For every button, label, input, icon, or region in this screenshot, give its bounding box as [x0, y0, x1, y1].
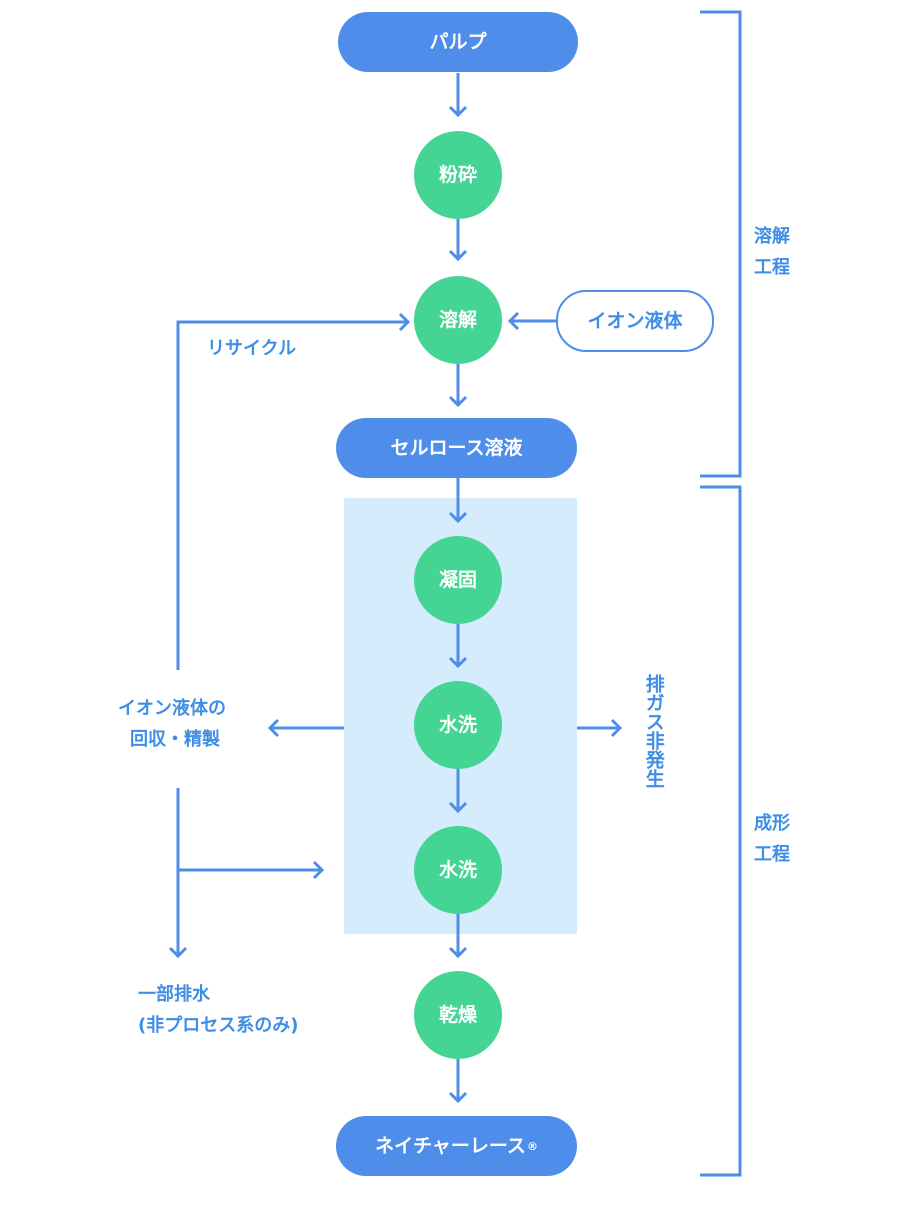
node-dry: 乾燥 [414, 971, 502, 1059]
label-forming-line2: 工程 [754, 843, 790, 865]
note-recovery-line1: イオン液体の [118, 698, 226, 719]
node-ionic-liquid: イオン液体 [556, 290, 714, 352]
label-forming-process: 成形 工程 [754, 809, 790, 870]
bracket-forming [700, 485, 742, 1177]
node-coagulate-label: 凝固 [438, 568, 477, 591]
note-drain-line2: (非プロセス系のみ) [138, 1014, 299, 1036]
node-pulp-label: パルプ [429, 30, 487, 53]
node-pulp: パルプ [338, 12, 578, 72]
arrow-return-and-drain [168, 788, 325, 959]
node-wash-1: 水洗 [414, 681, 502, 769]
arrow-pulp-to-pulverize [448, 73, 468, 118]
node-cellulose-solution-label: セルロース溶液 [390, 436, 523, 459]
label-dissolution-line1: 溶解 [754, 226, 790, 247]
registered-mark: ® [526, 1139, 538, 1153]
node-dissolve-label: 溶解 [438, 308, 477, 331]
note-drain: 一部排水 (非プロセス系のみ) [138, 980, 298, 1041]
arrow-to-recovery [267, 718, 344, 738]
node-ionic-liquid-label: イオン液体 [587, 309, 683, 332]
arrow-dry-to-product [448, 1059, 468, 1104]
label-dissolution-line2: 工程 [754, 256, 790, 278]
arrow-wash1-to-wash2 [448, 769, 468, 814]
node-coagulate: 凝固 [414, 536, 502, 624]
arrow-ionic-liquid-to-dissolve [507, 311, 556, 331]
node-dry-label: 乾燥 [438, 1003, 477, 1026]
arrow-recycle-loop [176, 312, 411, 670]
node-wash-2-label: 水洗 [438, 858, 477, 881]
label-dissolution-process: 溶解 工程 [754, 222, 790, 283]
arrow-dissolve-to-solution [448, 364, 468, 408]
note-recovery: イオン液体の 回収・精製 [118, 694, 226, 755]
node-wash-2: 水洗 [414, 826, 502, 914]
arrow-solution-to-coagulate [448, 478, 468, 524]
node-product-label: ネイチャーレース [375, 1134, 526, 1157]
node-pulverize-label: 粉砕 [438, 163, 477, 186]
note-no-exhaust-label: 排ガス非発生 [642, 674, 665, 788]
arrow-pulverize-to-dissolve [448, 219, 468, 262]
arrow-wash2-to-dry [448, 914, 468, 959]
node-cellulose-solution: セルロース溶液 [336, 418, 577, 478]
bracket-dissolution [700, 10, 742, 478]
note-no-exhaust: 排ガス非発生 [642, 674, 665, 788]
arrow-exhaust [577, 718, 623, 738]
note-drain-line1: 一部排水 [138, 984, 210, 1005]
node-dissolve: 溶解 [414, 276, 502, 364]
note-recycle-label: リサイクル [207, 338, 297, 359]
node-wash-1-label: 水洗 [438, 713, 477, 736]
label-forming-line1: 成形 [754, 813, 790, 834]
node-product: ネイチャーレース® [336, 1116, 577, 1176]
note-recovery-line2: 回収・精製 [130, 728, 220, 750]
note-recycle: リサイクル [207, 334, 296, 365]
arrow-coagulate-to-wash1 [448, 624, 468, 669]
node-pulverize: 粉砕 [414, 131, 502, 219]
